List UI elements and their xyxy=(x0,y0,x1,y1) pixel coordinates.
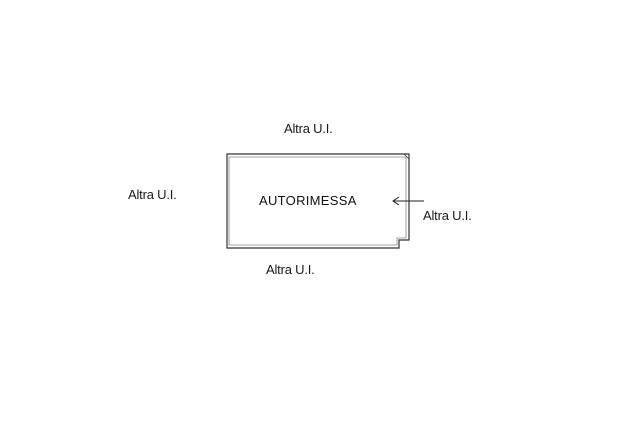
room-wall-outer xyxy=(226,153,410,249)
neighbor-label-bottom: Altra U.I. xyxy=(266,262,315,277)
neighbor-label-left: Altra U.I. xyxy=(128,187,177,202)
neighbor-label-top: Altra U.I. xyxy=(284,121,333,136)
neighbor-label-right: Altra U.I. xyxy=(423,208,472,223)
corner-mark xyxy=(403,153,410,160)
room-name: AUTORIMESSA xyxy=(259,193,357,208)
room-wall-inner xyxy=(228,156,407,246)
entrance-arrow-icon xyxy=(392,196,424,206)
room-outline xyxy=(226,153,410,249)
